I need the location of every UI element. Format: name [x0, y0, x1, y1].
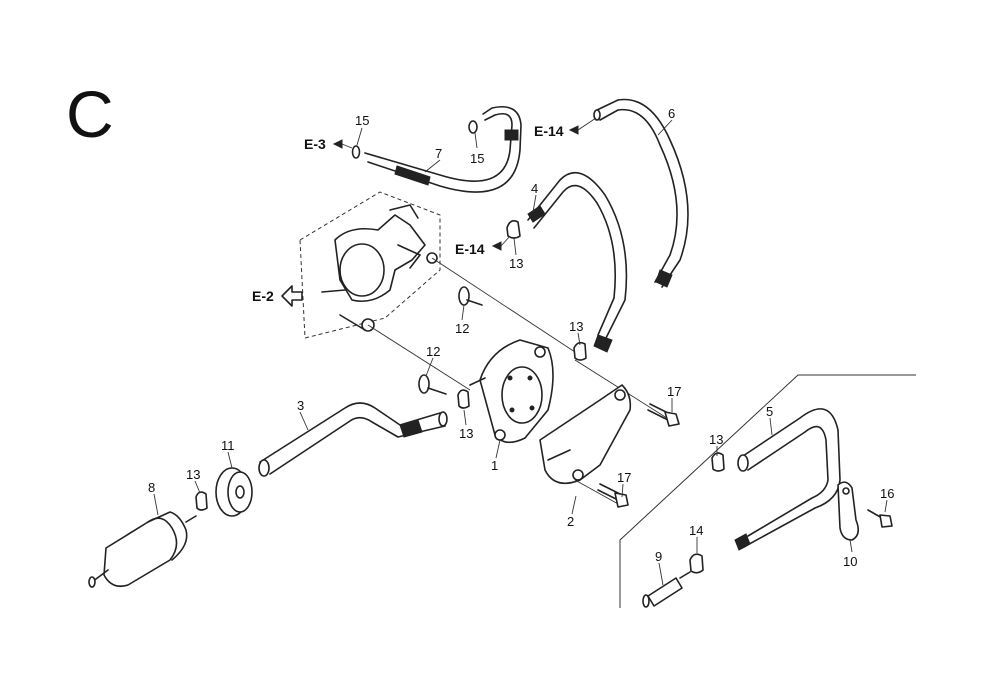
callout-13-top: 13 [509, 256, 523, 271]
callout-4: 4 [531, 181, 538, 196]
guide-line-bolt17b [574, 479, 621, 506]
guide-line-upper [431, 257, 576, 353]
hose-clip-13-inset [711, 452, 725, 472]
hose-clip-13-top [506, 220, 521, 239]
arrow-e14-top [568, 125, 579, 135]
callout-14: 14 [689, 523, 703, 538]
hose-7 [364, 106, 522, 193]
callout-7: 7 [435, 146, 442, 161]
callout-15-left: 15 [355, 113, 369, 128]
ref-label-e2: E-2 [252, 288, 274, 304]
hose-3 [258, 402, 448, 477]
fuel-filter-8 [88, 511, 197, 588]
arrow-e14-mid-line [500, 235, 511, 247]
hose-4 [527, 171, 628, 353]
hose-clip-13-filter [195, 491, 208, 511]
bolt-17-upper [647, 403, 680, 427]
callout-leaders [153, 119, 888, 586]
washer-12-lower [418, 374, 447, 395]
ref-label-e3: E-3 [304, 136, 326, 152]
section-letter: C [66, 77, 114, 151]
arrow-e14-mid [491, 241, 502, 251]
hose-clip-15-left [351, 145, 361, 159]
callout-11: 11 [221, 438, 235, 453]
ref-label-e14-mid: E-14 [455, 241, 485, 257]
hose-clip-13-mid [457, 389, 470, 409]
callout-13-pump: 13 [569, 319, 583, 334]
callout-5: 5 [766, 404, 773, 419]
carburetor-sketch [321, 204, 438, 332]
arrow-e14-top-line [577, 117, 597, 131]
bolt-16 [867, 509, 893, 528]
guide-line-lower [367, 324, 471, 391]
callout-10: 10 [843, 554, 857, 569]
callout-12-upper: 12 [455, 321, 469, 336]
callout-3: 3 [297, 398, 304, 413]
fuel-pump-1 [469, 339, 554, 444]
bolt-17-lower [597, 483, 629, 508]
arrow-e3-line [341, 143, 353, 149]
callout-2: 2 [567, 514, 574, 529]
hose-clip-13-pump [573, 341, 587, 361]
callout-17-lower: 17 [617, 470, 631, 485]
callout-12-lower: 12 [426, 344, 440, 359]
hose-5 [734, 408, 841, 551]
callout-13-filter: 13 [186, 467, 200, 482]
ref-label-e14-top: E-14 [534, 123, 564, 139]
callout-1: 1 [491, 458, 498, 473]
hose-clip-15-right [468, 120, 478, 134]
hose-clip-14 [689, 553, 704, 574]
inset-boundary [619, 374, 916, 608]
pump-bracket-2 [539, 384, 632, 485]
callout-16: 16 [880, 486, 894, 501]
arrow-e3 [332, 139, 343, 149]
arrow-e2 [281, 285, 303, 307]
carburetor-region [299, 191, 441, 339]
washer-12-upper [458, 286, 483, 306]
callout-13-inset: 13 [709, 432, 723, 447]
bracket-10 [837, 481, 860, 541]
fitting-9 [642, 571, 691, 608]
callout-6: 6 [668, 106, 675, 121]
callout-15-right: 15 [470, 151, 484, 166]
hose-6 [593, 98, 689, 288]
damper-11 [215, 467, 253, 517]
callout-17-upper: 17 [667, 384, 681, 399]
callout-9: 9 [655, 549, 662, 564]
callout-13-mid: 13 [459, 426, 473, 441]
callout-8: 8 [148, 480, 155, 495]
